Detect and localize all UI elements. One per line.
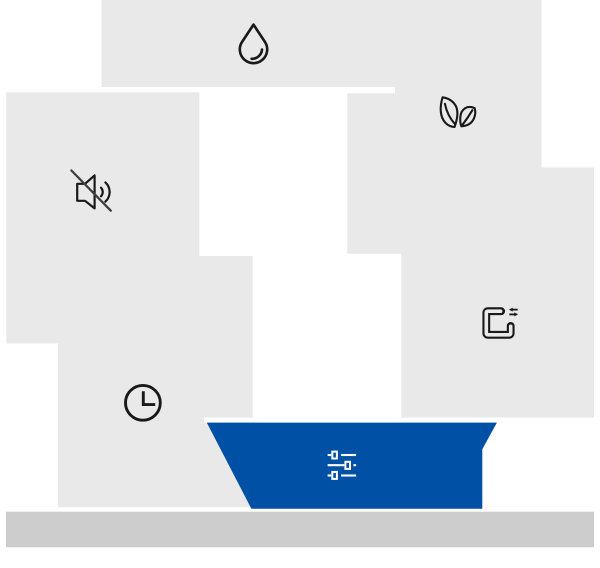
tile-top-right-extension <box>395 0 542 100</box>
mute-slash <box>70 169 112 212</box>
clock-icon <box>124 383 162 422</box>
bottom-bar <box>6 511 594 548</box>
tile-panels <box>6 0 594 508</box>
tile-settings-highlighted[interactable] <box>206 422 497 509</box>
white-separator-band <box>204 417 497 423</box>
speaker-muted-icon <box>70 169 112 212</box>
sliders-icon <box>327 450 357 480</box>
tile-pipe-circulation[interactable] <box>401 167 594 418</box>
water-drop-icon <box>238 23 269 65</box>
pipe-exchange-icon <box>482 307 519 339</box>
tile-clock-timer[interactable] <box>58 256 253 508</box>
exchange-arrows <box>508 307 519 317</box>
leaves-icon <box>439 96 477 128</box>
